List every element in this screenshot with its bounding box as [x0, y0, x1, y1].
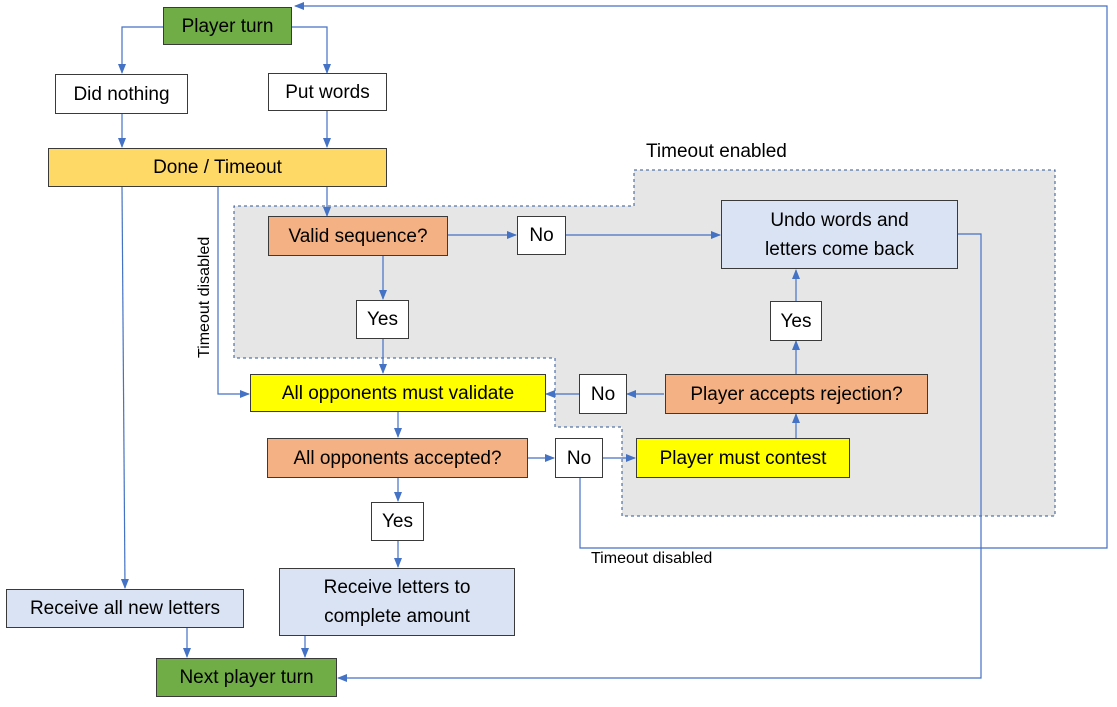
- node-text: Player must contest: [659, 447, 827, 469]
- node-text: Valid sequence?: [288, 225, 428, 247]
- node-text: Yes: [382, 511, 413, 532]
- timeout-disabled-vertical-label: Timeout disabled: [196, 236, 213, 358]
- did-nothing-node: Did nothing: [55, 74, 188, 114]
- no-node-2: No: [579, 374, 627, 414]
- connector: [217, 187, 250, 398]
- put-words-node: Put words: [268, 73, 387, 111]
- timeout-disabled-bottom-label: Timeout disabled: [591, 550, 713, 567]
- node-text: Done / Timeout: [153, 157, 282, 178]
- node-text: Receive all new letters: [29, 598, 221, 619]
- node-text-line-1: Undo words and: [770, 209, 909, 231]
- node-text: Yes: [780, 310, 812, 332]
- node-text: No: [590, 383, 616, 405]
- done-timeout-node: Done / Timeout: [48, 148, 387, 187]
- receive-all-new-letters-node: Receive all new letters: [6, 589, 244, 628]
- connector: [292, 26, 331, 74]
- node-text: Put words: [285, 81, 370, 103]
- connector: [294, 2, 1108, 549]
- connector: [337, 233, 982, 682]
- player-accepts-rejection-node: Player accepts rejection?: [665, 374, 928, 414]
- node-text: Did nothing: [73, 83, 170, 105]
- node-text: Yes: [367, 309, 398, 330]
- node-text: Next player turn: [179, 667, 314, 688]
- all-opponents-accepted-node: All opponents accepted?: [267, 438, 528, 478]
- yes-node-2: Yes: [770, 301, 822, 341]
- player-must-contest-node: Player must contest: [636, 438, 850, 478]
- valid-sequence-node: Valid sequence?: [268, 216, 448, 256]
- yes-node-3: Yes: [371, 502, 424, 541]
- no-node-1: No: [517, 216, 566, 255]
- node-text-line-2: letters come back: [765, 238, 914, 260]
- node-text: No: [566, 447, 592, 469]
- node-text-line-2: complete amount: [324, 606, 470, 627]
- node-text: Player turn: [181, 15, 274, 37]
- yes-node-1: Yes: [356, 300, 409, 339]
- connector: [120, 186, 129, 589]
- next-player-turn-node: Next player turn: [156, 658, 337, 697]
- node-text: All opponents accepted?: [293, 447, 502, 469]
- node-text: Player accepts rejection?: [690, 383, 903, 405]
- undo-words-node: Undo words and letters come back: [721, 200, 958, 269]
- all-opponents-must-validate-node: All opponents must validate: [250, 374, 546, 412]
- player-turn-node: Player turn: [163, 7, 292, 45]
- node-text: All opponents must validate: [281, 382, 515, 404]
- node-text-line-1: Receive letters to: [323, 577, 471, 598]
- receive-letters-complete-node: Receive letters to complete amount: [279, 568, 515, 636]
- timeout-enabled-label: Timeout enabled: [646, 141, 787, 162]
- connector: [118, 26, 163, 74]
- no-node-3: No: [555, 438, 603, 478]
- node-text: No: [529, 225, 554, 246]
